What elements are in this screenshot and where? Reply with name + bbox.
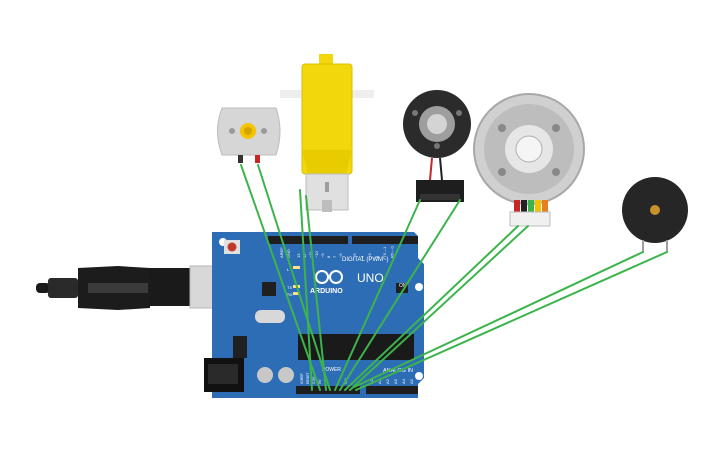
wires	[240, 164, 668, 391]
wire-gearmotor-a[interactable]	[299, 189, 313, 391]
wire-buzzer-b[interactable]	[355, 251, 668, 391]
digital-pin-label: ~9	[320, 253, 325, 258]
v5-label: 5V	[318, 379, 322, 384]
on-label: ON	[399, 283, 407, 289]
digital-pin-label: 13	[296, 253, 301, 258]
piezo-buzzer[interactable]	[622, 177, 688, 252]
v33-label: 3.3V	[312, 376, 316, 384]
yellow-gear-motor[interactable]	[280, 54, 374, 212]
digital-pin-label: ~6	[338, 253, 343, 258]
digital-pin-label: RX←0	[390, 245, 395, 258]
digital-pin-label: 7	[332, 255, 337, 258]
digital-pin-label: 4	[360, 255, 365, 258]
rx-label: RX	[287, 292, 293, 297]
wire-dcmotor-a[interactable]	[240, 164, 321, 391]
microcontroller-chip	[298, 334, 414, 360]
tx-label: TX	[287, 285, 292, 290]
analog-pin-label: A3	[393, 378, 398, 384]
wire-gearmotor-b[interactable]	[305, 195, 327, 391]
board-model-label: UNO	[357, 271, 384, 285]
encoder-motor-large[interactable]	[473, 93, 585, 227]
aref-label: AREF	[279, 247, 284, 258]
wire-dcmotor-b[interactable]	[257, 164, 331, 391]
digital-pin-label: 2	[375, 255, 380, 258]
wire-buzzer-a[interactable]	[351, 251, 644, 389]
board-name-label: ARDUINO	[310, 288, 343, 295]
analog-pin-label: A4	[401, 378, 406, 384]
analog-pin-label: A0	[369, 378, 374, 384]
l-label: L	[287, 267, 290, 272]
wire-encoder-large-a[interactable]	[344, 225, 519, 391]
analog-pin-label: A5	[409, 378, 414, 384]
digital-pin-label: ~10	[314, 250, 319, 258]
digital-pin-label: ~5	[352, 253, 357, 258]
usb-cable[interactable]	[36, 265, 231, 310]
arduino-logo	[315, 270, 343, 284]
digital-pin-label: ~11	[308, 251, 313, 258]
encoder-motor-small[interactable]	[403, 90, 471, 202]
dc-motor[interactable]	[217, 107, 281, 163]
ioref-label: IOREF	[300, 373, 304, 384]
power-label: POWER	[322, 367, 341, 373]
analog-pin-label: A1	[377, 378, 382, 384]
digital-pin-label: ~3	[367, 253, 372, 258]
digital-pin-label: TX→1	[382, 246, 387, 258]
digital-pin-label: 8	[326, 255, 331, 258]
wire-encoder-large-b[interactable]	[349, 225, 529, 391]
wire-encoder-small-a[interactable]	[334, 199, 421, 391]
wire-encoder-small-b[interactable]	[339, 199, 461, 391]
gnd-label: GND	[286, 249, 291, 258]
analog-pin-label: A2	[385, 378, 390, 384]
digital-label: DIGITAL (PWM~)	[342, 257, 389, 263]
reset-label: RESET	[306, 371, 310, 384]
